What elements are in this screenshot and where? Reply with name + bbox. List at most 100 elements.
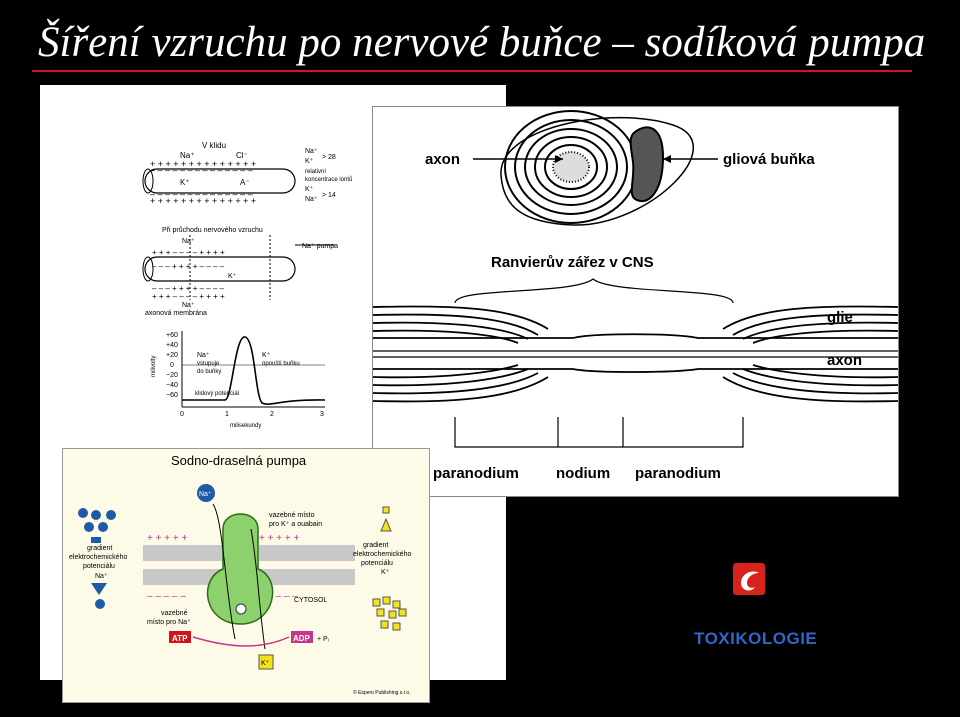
- svg-text:K⁺: K⁺: [381, 569, 390, 576]
- impulse-axon: [144, 256, 296, 282]
- adp-badge: [291, 631, 313, 643]
- ratio-na-k: > 28: [322, 154, 336, 161]
- svg-text:K⁺: K⁺: [261, 660, 270, 667]
- svg-text:Na⁺: Na⁺: [95, 573, 108, 580]
- rest-label: V klidu: [202, 141, 226, 150]
- rest-a-label: A⁻: [240, 178, 250, 187]
- gradient-right-1: gradient: [363, 542, 388, 549]
- ranvier-node-diagram: axon gliová buňka Ranvierův zářez v CNS: [373, 110, 898, 482]
- gradient-left-2: elektrochemického: [69, 554, 127, 561]
- svg-text:K⁺: K⁺: [228, 273, 237, 280]
- rest-k-label: K⁺: [180, 178, 190, 187]
- action-potential-curve: [182, 336, 326, 405]
- graph-xticks: 0 1 2 3: [180, 411, 324, 418]
- svg-text:– – – – –: – – – – –: [147, 591, 186, 602]
- axon-long-label: axon: [827, 352, 862, 369]
- rest-na-label: Na⁺: [180, 151, 194, 160]
- svg-text:Na⁺: Na⁺: [182, 302, 195, 309]
- svg-text:– – – + + + + – – – –: – – – + + + + – – – –: [152, 262, 225, 271]
- svg-text:+ + + + +: + + + + +: [259, 533, 299, 544]
- graph-ylabel: milivolty: [151, 356, 157, 377]
- sodium-potassium-pump-panel: Sodno-draselná pumpa + + + + + + + + + +…: [62, 448, 430, 703]
- gradient-left-1: gradient: [87, 545, 112, 552]
- glia-cell-body: [629, 126, 665, 202]
- nodium-label: nodium: [556, 465, 610, 482]
- svg-text:+40: +40: [166, 342, 178, 349]
- svg-text:2: 2: [270, 411, 274, 418]
- svg-text:Na⁺: Na⁺: [199, 491, 212, 498]
- svg-text:+ + + + + + + + + + + + + +: + + + + + + + + + + + + + +: [150, 196, 256, 206]
- sodium-potassium-pump-diagram: Sodno-draselná pumpa + + + + + + + + + +…: [69, 453, 411, 696]
- svg-text:−20: −20: [166, 372, 178, 379]
- gradient-left-3: potenciálu: [83, 563, 115, 570]
- svg-text:– – – – –: – – – – –: [259, 591, 298, 602]
- svg-text:3: 3: [320, 411, 324, 418]
- svg-text:– – – – – – – – – – – – – –: – – – – – – – – – – – – – –: [150, 189, 253, 199]
- svg-text:Na⁺: Na⁺: [305, 196, 318, 203]
- svg-text:−60: −60: [166, 392, 178, 399]
- slide-title: Šíření vzruchu po nervové buňce – sodíko…: [38, 19, 926, 66]
- svg-text:+ + + – – – – + + + +: + + + – – – – + + + +: [152, 292, 225, 301]
- svg-text:ATP: ATP: [172, 634, 188, 643]
- svg-text:Na⁺: Na⁺: [182, 238, 195, 245]
- graph-yticks: +60 +40 +20 0 −20 −40 −60: [166, 332, 178, 399]
- binding-na-2: místo pro Na⁺: [147, 619, 191, 626]
- svg-text:Na⁺: Na⁺: [305, 148, 318, 155]
- gradient-right-2: elektrochemického: [353, 551, 411, 558]
- svg-text:1: 1: [225, 411, 229, 418]
- copyright: © Espero Publishing s.r.o.: [353, 689, 411, 696]
- concentration-label: koncentrace iontů: [305, 176, 352, 183]
- k-ions-cluster: [372, 596, 407, 631]
- glia-cell-label: gliová buňka: [723, 151, 815, 168]
- axon-label: axon: [425, 151, 460, 168]
- k-ion-in: [258, 654, 274, 670]
- pump-label: Na⁺ pumpa: [302, 243, 338, 250]
- rest-cl-label: Cl⁻: [236, 151, 248, 160]
- resting-axon: [144, 168, 296, 194]
- na-ion-out: [197, 484, 215, 502]
- svg-text:−40: −40: [166, 382, 178, 389]
- svg-text:+20: +20: [166, 352, 178, 359]
- gradient-right-3: potenciálu: [361, 560, 393, 567]
- myelin-cross-section: [504, 110, 638, 224]
- binding-k-2: pro K⁺ a ouabain: [269, 521, 322, 528]
- node-title: Ranvierův zářez v CNS: [491, 254, 654, 271]
- svg-text:ADP: ADP: [293, 634, 311, 643]
- svg-text:+ + + + +: + + + + +: [147, 533, 187, 544]
- atp-badge: [169, 631, 191, 643]
- gradient-down-arrow: [91, 583, 107, 595]
- svg-text:opouští buňku: opouští buňku: [262, 361, 300, 367]
- svg-text:0: 0: [180, 411, 184, 418]
- logo-icon: [741, 571, 759, 591]
- na-ions-cluster: [78, 508, 116, 532]
- binding-k-1: vazebné místo: [269, 512, 315, 519]
- top-brace: [454, 278, 734, 304]
- svg-text:+ + + – – – – + + + +: + + + – – – – + + + +: [152, 248, 225, 257]
- paranodium-right-label: paranodium: [635, 465, 721, 482]
- svg-text:+ + + + + + + + + + + + + +: + + + + + + + + + + + + + +: [150, 159, 256, 169]
- svg-text:K⁺: K⁺: [305, 158, 314, 165]
- ranvier-node-panel: axon gliová buňka Ranvierův zářez v CNS: [372, 106, 899, 497]
- pump-title: Sodno-draselná pumpa: [171, 453, 307, 468]
- svg-text:do buňky: do buňky: [197, 369, 221, 375]
- svg-text:– – – + + + + – – – –: – – – + + + + – – – –: [152, 284, 225, 293]
- svg-text:+60: +60: [166, 332, 178, 339]
- graph-xlabel: milisekundy: [230, 423, 261, 429]
- svg-text:vstupuje: vstupuje: [197, 361, 220, 367]
- gradient-up-arrow: [380, 517, 392, 532]
- svg-text:K⁺: K⁺: [305, 186, 314, 193]
- svg-text:– – – – – – – – – – – – – –: – – – – – – – – – – – – – –: [150, 165, 253, 175]
- rest-potential-label: klidový potenciál: [195, 391, 239, 397]
- pi-label: + Pᵢ: [317, 636, 329, 643]
- myelin-layers: [373, 305, 898, 403]
- brand-label: TOXIKOLOGIE: [694, 629, 818, 648]
- pump-protein: [207, 513, 274, 625]
- toxikologie-logo: [733, 563, 765, 595]
- glia-label: glie: [827, 309, 853, 326]
- impulse-label: Při průchodu nervového vzruchu: [162, 226, 263, 234]
- svg-text:Na⁺: Na⁺: [197, 352, 210, 359]
- binding-na-1: vazebné: [161, 610, 188, 617]
- ratio-k-na: > 14: [322, 192, 336, 199]
- membrane-potential-diagram: V klidu Na⁺ Cl⁻ + + + + + + + + + + + + …: [142, 141, 352, 429]
- svg-text:0: 0: [170, 362, 174, 369]
